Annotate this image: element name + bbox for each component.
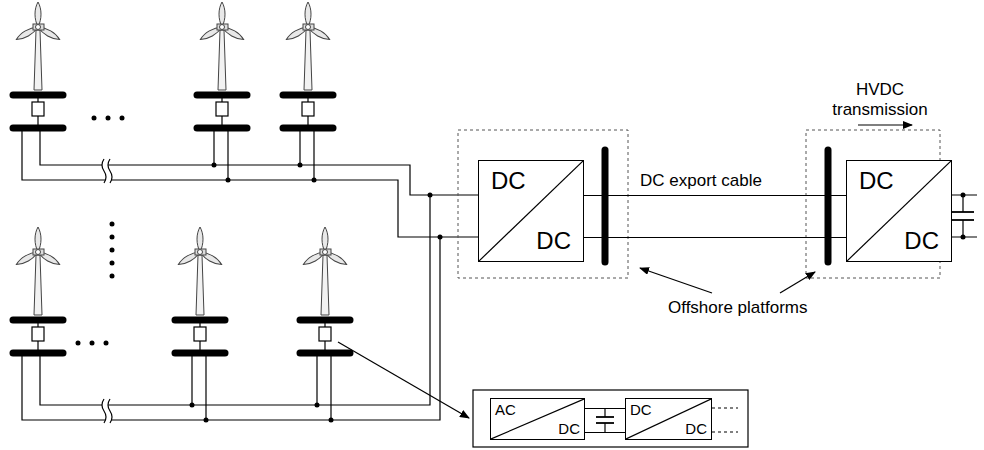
output-type: DC (558, 421, 580, 436)
converter-box: DC DC (478, 160, 584, 262)
output-type: DC (685, 421, 707, 436)
input-type: DC (491, 169, 526, 193)
input-type: DC (859, 169, 894, 193)
dc-cable (584, 196, 846, 238)
input-type: AC (495, 402, 516, 417)
converter-box: DC DC (846, 160, 952, 262)
output-type: DC (904, 229, 939, 253)
transmission-label: HVDC transmission (822, 80, 938, 119)
converter-box: DC DC (625, 398, 712, 440)
converter-box: AC DC (490, 398, 585, 440)
dc-cable (585, 409, 625, 433)
output-type: DC (536, 229, 571, 253)
cable-label: DC export cable (640, 171, 762, 191)
platform-label: Offshore platforms (668, 298, 828, 318)
input-type: DC (630, 402, 652, 417)
